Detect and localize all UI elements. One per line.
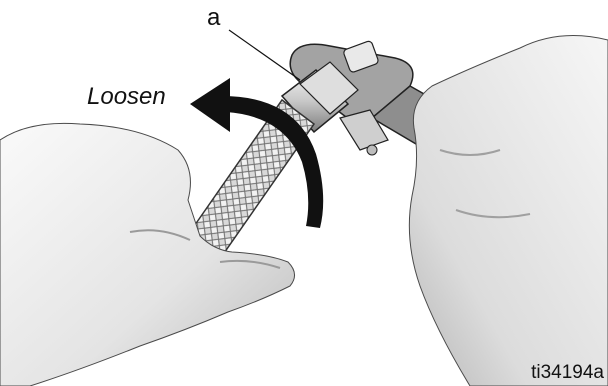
loosen-action-label: Loosen xyxy=(87,83,166,111)
figure-id-label: ti34194a xyxy=(531,362,604,384)
right-hand xyxy=(409,36,608,386)
callout-label-a: a xyxy=(207,4,220,32)
callout-a-leader-line xyxy=(229,30,300,80)
